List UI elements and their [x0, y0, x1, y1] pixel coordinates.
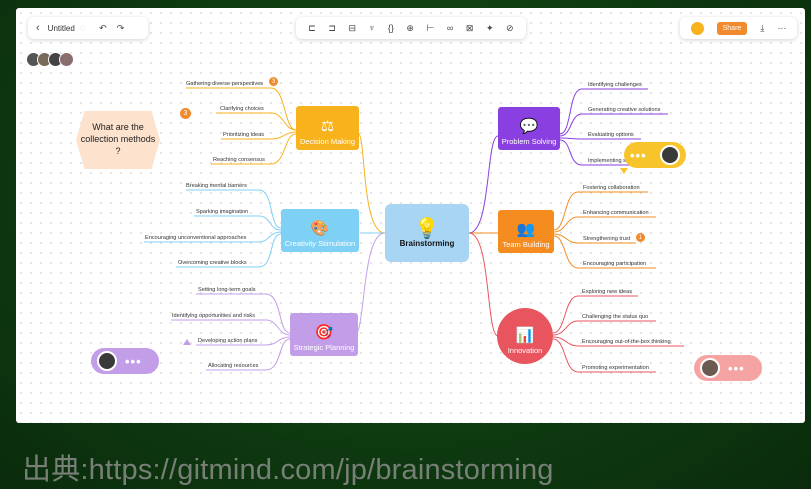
comment-badge[interactable]: 3 — [269, 77, 278, 86]
lightbulb-icon: 💡 — [414, 217, 440, 240]
connector-lines — [144, 87, 684, 373]
style-icon[interactable]: ♆ — [368, 22, 376, 33]
leaf-item[interactable]: Developing action plans — [198, 338, 258, 344]
target-icon: 🎯 — [314, 324, 334, 341]
leaf-item[interactable]: Encouraging unconventional approaches — [145, 235, 247, 241]
branch-creativity-stimulation[interactable]: 🎨 Creativity Stimulation — [281, 209, 359, 252]
avatar — [97, 351, 117, 371]
planet-icon[interactable] — [690, 21, 704, 35]
avatar — [59, 52, 74, 67]
leaf-item[interactable]: Reaching consensus — [213, 157, 265, 163]
leaf-item[interactable]: Breaking mental barriers — [186, 183, 247, 189]
collaborator-cursor-yellow: ••• — [624, 142, 686, 168]
leaf-item[interactable]: Overcoming creative blocks — [178, 260, 247, 266]
leaf-item[interactable]: Allocating resources — [208, 363, 259, 369]
leaf-item[interactable]: Gathering diverse perspectives — [186, 81, 264, 87]
leaf-item[interactable]: Prioritizing ideas — [223, 132, 265, 138]
branch-label: Decision Making — [299, 137, 356, 146]
sibling-icon[interactable]: ⊏ — [308, 22, 316, 33]
typing-dots: ••• — [728, 360, 745, 376]
leaf-item[interactable]: Identifying opportunities and risks — [172, 313, 256, 319]
leaf-item[interactable]: Promoting experimentation — [582, 365, 649, 371]
parent-icon[interactable]: ⊟ — [348, 22, 356, 33]
summary-icon[interactable]: ⊠ — [465, 22, 474, 33]
link-icon[interactable]: ⊢ — [426, 22, 435, 33]
leaf-item[interactable]: Identifying challenges — [588, 82, 642, 88]
formula-icon[interactable]: {} — [387, 22, 394, 33]
callout-text: What are the collection methods ? — [80, 122, 156, 156]
source-caption: 出典:https://gitmind.com/jp/brainstorming — [22, 454, 554, 486]
more-icon[interactable]: ··· — [777, 22, 787, 33]
leaf-item[interactable]: Generating creative solutions — [588, 107, 661, 113]
leaf-item[interactable]: Enhancing communication — [583, 210, 649, 216]
collection-methods-callout[interactable]: What are the collection methods ? — [76, 111, 160, 169]
central-topic-title: Brainstorming — [399, 238, 455, 248]
branch-label: Strategic Planning — [293, 343, 355, 352]
sync-icon: ◌ — [79, 22, 86, 33]
child-icon[interactable]: ⊐ — [328, 22, 336, 33]
branch-team-building[interactable]: 👥 Team Building — [498, 210, 554, 253]
leaf-item[interactable]: Fostering collaboration — [583, 185, 640, 191]
typing-dots: ••• — [630, 147, 647, 163]
leaf-item[interactable]: Strengthening trust — [583, 236, 631, 242]
comment-badge[interactable]: 1 — [636, 233, 645, 242]
avatar — [660, 145, 680, 165]
redo-icon[interactable]: ↷ — [116, 22, 125, 33]
relation-icon[interactable]: ∞ — [446, 22, 454, 33]
collaborator-cursor-pink: ••• — [694, 355, 762, 381]
document-title[interactable]: Untitled — [47, 23, 75, 33]
question-answer-icon: 💬 — [519, 118, 539, 135]
edit-toolbar: ⊏ ⊐ ⊟ ♆ {} ⊕ ⊢ ∞ ⊠ ✦ ⊘ — [296, 17, 526, 39]
stamp-icon: ⚖ — [320, 118, 335, 135]
avatar — [700, 358, 720, 378]
ai-icon[interactable]: ✦ — [485, 22, 494, 33]
download-icon[interactable]: ⤓ — [760, 22, 765, 33]
mindmap-canvas[interactable]: ‹ Untitled ◌ ↶ ↷ ⊏ ⊐ ⊟ ♆ {} ⊕ ⊢ ∞ ⊠ ✦ ⊘ … — [16, 8, 805, 423]
leaf-item[interactable]: Exploring new ideas — [582, 289, 633, 295]
branch-label: Team Building — [502, 240, 550, 249]
back-icon[interactable]: ‹ — [36, 21, 40, 34]
branch-label: Problem Solving — [501, 137, 557, 146]
branch-label: Creativity Stimulation — [284, 239, 356, 248]
branch-strategic-planning[interactable]: 🎯 Strategic Planning — [290, 313, 358, 356]
leaf-item[interactable]: Encouraging participation — [583, 261, 647, 267]
cursor-arrow-icon — [183, 339, 191, 345]
typing-dots: ••• — [125, 353, 142, 369]
undo-icon[interactable]: ↶ — [99, 22, 107, 33]
branch-decision-making[interactable]: ⚖ Decision Making — [296, 106, 359, 150]
branch-label: Innovation — [507, 346, 543, 355]
team-icon: 👥 — [516, 221, 536, 238]
leaf-item[interactable]: Implementing solutions — [588, 158, 646, 164]
collaborator-avatars[interactable] — [26, 52, 74, 67]
leaf-item[interactable]: Evaluating options — [588, 132, 634, 138]
collaborator-cursor-purple: ••• — [91, 348, 159, 374]
leaf-item[interactable]: Setting long-term goals — [198, 287, 256, 293]
share-toolbar: Share ⤓ ··· — [680, 17, 797, 39]
branch-innovation[interactable]: 📊 Innovation — [497, 308, 553, 364]
central-topic[interactable]: 💡 Brainstorming — [385, 204, 469, 262]
branch-problem-solving[interactable]: 💬 Problem Solving — [498, 107, 560, 150]
leaf-item[interactable]: Clarifying choices — [220, 106, 264, 112]
title-toolbar: ‹ Untitled ◌ ↶ ↷ — [28, 17, 148, 39]
palette-icon: 🎨 — [310, 220, 330, 237]
insert-icon[interactable]: ⊕ — [406, 22, 414, 33]
leaf-item[interactable]: Encouraging out-of-the-box thinking — [582, 339, 671, 345]
leaf-item[interactable]: Sparking imagination — [196, 209, 249, 215]
callout-comment-badge[interactable]: 3 — [180, 108, 191, 119]
cursor-arrow-icon — [620, 168, 628, 174]
leaf-item[interactable]: Challenging the status quo — [582, 314, 649, 320]
share-button[interactable]: Share — [716, 21, 748, 35]
chart-icon: 📊 — [515, 327, 535, 344]
format-icon[interactable]: ⊘ — [506, 22, 514, 33]
